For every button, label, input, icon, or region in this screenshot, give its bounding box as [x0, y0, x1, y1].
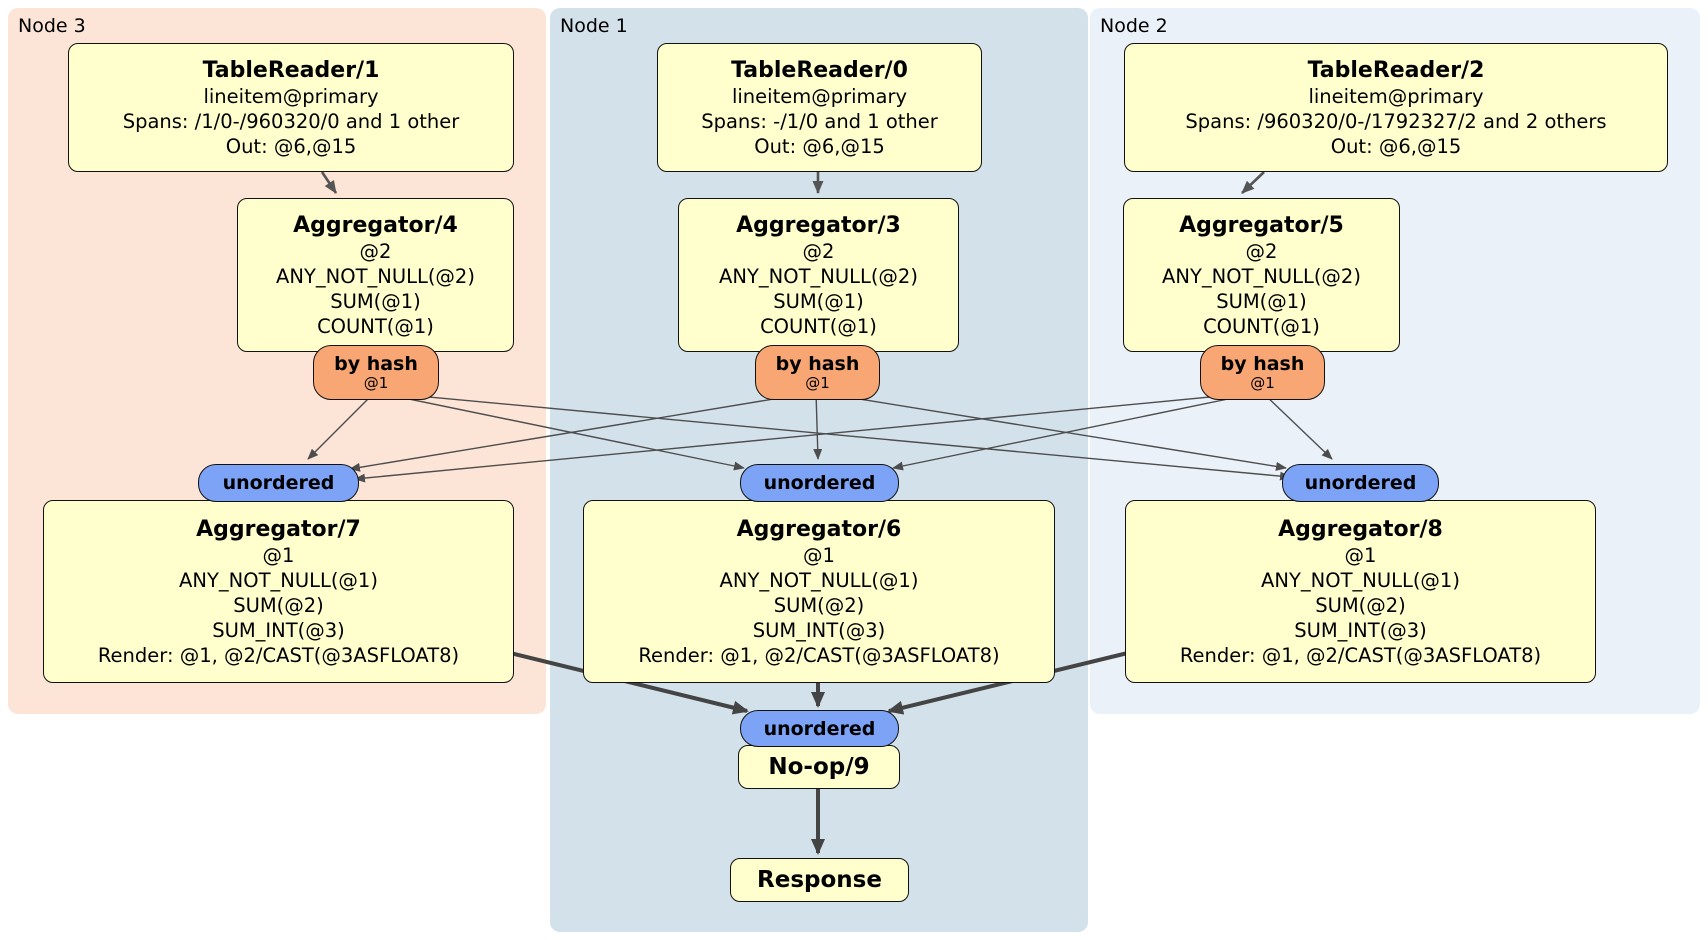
sync-unordered-agg6: unordered	[740, 464, 899, 502]
sync-label: unordered	[763, 717, 876, 740]
processor-detail: SUM(@1)	[330, 289, 421, 313]
processor-detail: ANY_NOT_NULL(@1)	[179, 568, 378, 592]
processor-detail: Spans: /1/0-/960320/0 and 1 other	[122, 109, 460, 133]
processor-detail: Out: @6,@15	[225, 134, 357, 158]
edge-hash4-un7	[307, 391, 376, 460]
processor-detail: COUNT(@1)	[760, 314, 877, 338]
sync-label: unordered	[1304, 472, 1417, 494]
processor-detail: SUM(@2)	[1315, 593, 1406, 617]
sync-unordered-agg8: unordered	[1282, 464, 1439, 502]
processor-detail: SUM(@1)	[1216, 289, 1307, 313]
router-label: by hash	[775, 353, 860, 375]
router-hash-columns: @1	[805, 374, 830, 392]
processor-detail: COUNT(@1)	[317, 314, 434, 338]
processor-title: Aggregator/6	[736, 516, 902, 542]
processor-title: TableReader/0	[731, 57, 908, 83]
processor-detail: @2	[359, 239, 392, 263]
processor-box-aggregator-3: Aggregator/3 @2 ANY_NOT_NULL(@2) SUM(@1)…	[678, 198, 959, 352]
edge-tr2-agg5	[1241, 171, 1265, 194]
processor-detail: ANY_NOT_NULL(@1)	[1261, 568, 1460, 592]
processor-detail: SUM_INT(@3)	[212, 618, 345, 642]
processor-detail: SUM_INT(@3)	[1294, 618, 1427, 642]
processor-detail: COUNT(@1)	[1203, 314, 1320, 338]
edge-hash3-un8	[815, 391, 1287, 471]
processor-detail: lineitem@primary	[731, 84, 908, 108]
processor-box-response: Response	[730, 858, 909, 902]
processor-detail: Out: @6,@15	[754, 134, 885, 158]
processor-box-aggregator-8: Aggregator/8 @1 ANY_NOT_NULL(@1) SUM(@2)…	[1125, 500, 1596, 683]
edge-hash5-un7	[354, 391, 1263, 483]
sync-label: unordered	[763, 472, 876, 494]
processor-detail: @2	[1245, 239, 1278, 263]
edge-hash3-un6	[813, 391, 823, 460]
processor-box-aggregator-6: Aggregator/6 @1 ANY_NOT_NULL(@1) SUM(@2)…	[583, 500, 1055, 683]
processor-box-aggregator-7: Aggregator/7 @1 ANY_NOT_NULL(@1) SUM(@2)…	[43, 500, 514, 683]
processor-detail: @2	[802, 239, 835, 263]
processor-title: Aggregator/3	[736, 212, 901, 238]
edge-hash3-un7	[349, 391, 817, 472]
edge-hash4-un6	[374, 391, 745, 471]
processor-title: TableReader/1	[202, 57, 380, 83]
processor-detail: Render: @1, @2/CAST(@3ASFLOAT8)	[1179, 643, 1542, 667]
edge-tr1-agg4	[320, 171, 338, 194]
processor-detail: Render: @1, @2/CAST(@3ASFLOAT8)	[638, 643, 1000, 667]
router-label: by hash	[1220, 353, 1305, 375]
processor-detail: @1	[1344, 543, 1377, 567]
edge-hash5-un8	[1261, 391, 1333, 460]
processor-detail: ANY_NOT_NULL(@2)	[1162, 264, 1361, 288]
processor-detail: Out: @6,@15	[1330, 134, 1462, 158]
processor-detail: ANY_NOT_NULL(@2)	[719, 264, 918, 288]
processor-box-tablereader-2: TableReader/2 lineitem@primary Spans: /9…	[1124, 43, 1668, 172]
processor-box-tablereader-1: TableReader/1 lineitem@primary Spans: /1…	[68, 43, 514, 172]
processor-title: Aggregator/4	[293, 212, 458, 238]
region-node3-label: Node 3	[18, 15, 86, 37]
sync-unordered-noop: unordered	[740, 710, 899, 747]
processor-title: TableReader/2	[1307, 57, 1485, 83]
region-node1-label: Node 1	[560, 15, 628, 37]
processor-detail: @1	[803, 543, 835, 567]
processor-title: No-op/9	[768, 753, 870, 780]
region-node2-label: Node 2	[1100, 15, 1168, 37]
processor-detail: SUM(@1)	[773, 289, 864, 313]
processor-title: Response	[757, 866, 882, 893]
processor-box-tablereader-0: TableReader/0 lineitem@primary Spans: -/…	[657, 43, 982, 172]
router-by-hash-5: by hash @1	[1200, 345, 1325, 400]
processor-detail: ANY_NOT_NULL(@2)	[276, 264, 475, 288]
processor-box-noop-9: No-op/9	[738, 745, 900, 789]
router-label: by hash	[334, 353, 418, 375]
processor-detail: Spans: /960320/0-/1792327/2 and 2 others	[1185, 109, 1607, 133]
processor-detail: ANY_NOT_NULL(@1)	[719, 568, 919, 592]
processor-detail: Spans: -/1/0 and 1 other	[701, 109, 938, 133]
processor-detail: lineitem@primary	[203, 84, 379, 108]
processor-box-aggregator-4: Aggregator/4 @2 ANY_NOT_NULL(@2) SUM(@1)…	[237, 198, 514, 352]
router-by-hash-3: by hash @1	[755, 345, 880, 400]
processor-title: Aggregator/8	[1278, 516, 1443, 542]
router-hash-columns: @1	[1250, 374, 1275, 392]
router-hash-columns: @1	[363, 374, 389, 392]
router-by-hash-4: by hash @1	[313, 345, 439, 400]
processor-detail: lineitem@primary	[1308, 84, 1484, 108]
sync-label: unordered	[222, 472, 335, 494]
processor-title: Aggregator/7	[196, 516, 361, 542]
processor-detail: @1	[262, 543, 295, 567]
edge-hash4-un8	[374, 391, 1291, 481]
processor-detail: Render: @1, @2/CAST(@3ASFLOAT8)	[97, 643, 460, 667]
processor-detail: SUM(@2)	[773, 593, 865, 617]
edge-hash5-un6	[892, 391, 1263, 471]
sync-unordered-agg7: unordered	[198, 464, 359, 502]
processor-detail: SUM(@2)	[233, 593, 324, 617]
processor-detail: SUM_INT(@3)	[752, 618, 886, 642]
processor-title: Aggregator/5	[1179, 212, 1344, 238]
processor-box-aggregator-5: Aggregator/5 @2 ANY_NOT_NULL(@2) SUM(@1)…	[1123, 198, 1400, 352]
